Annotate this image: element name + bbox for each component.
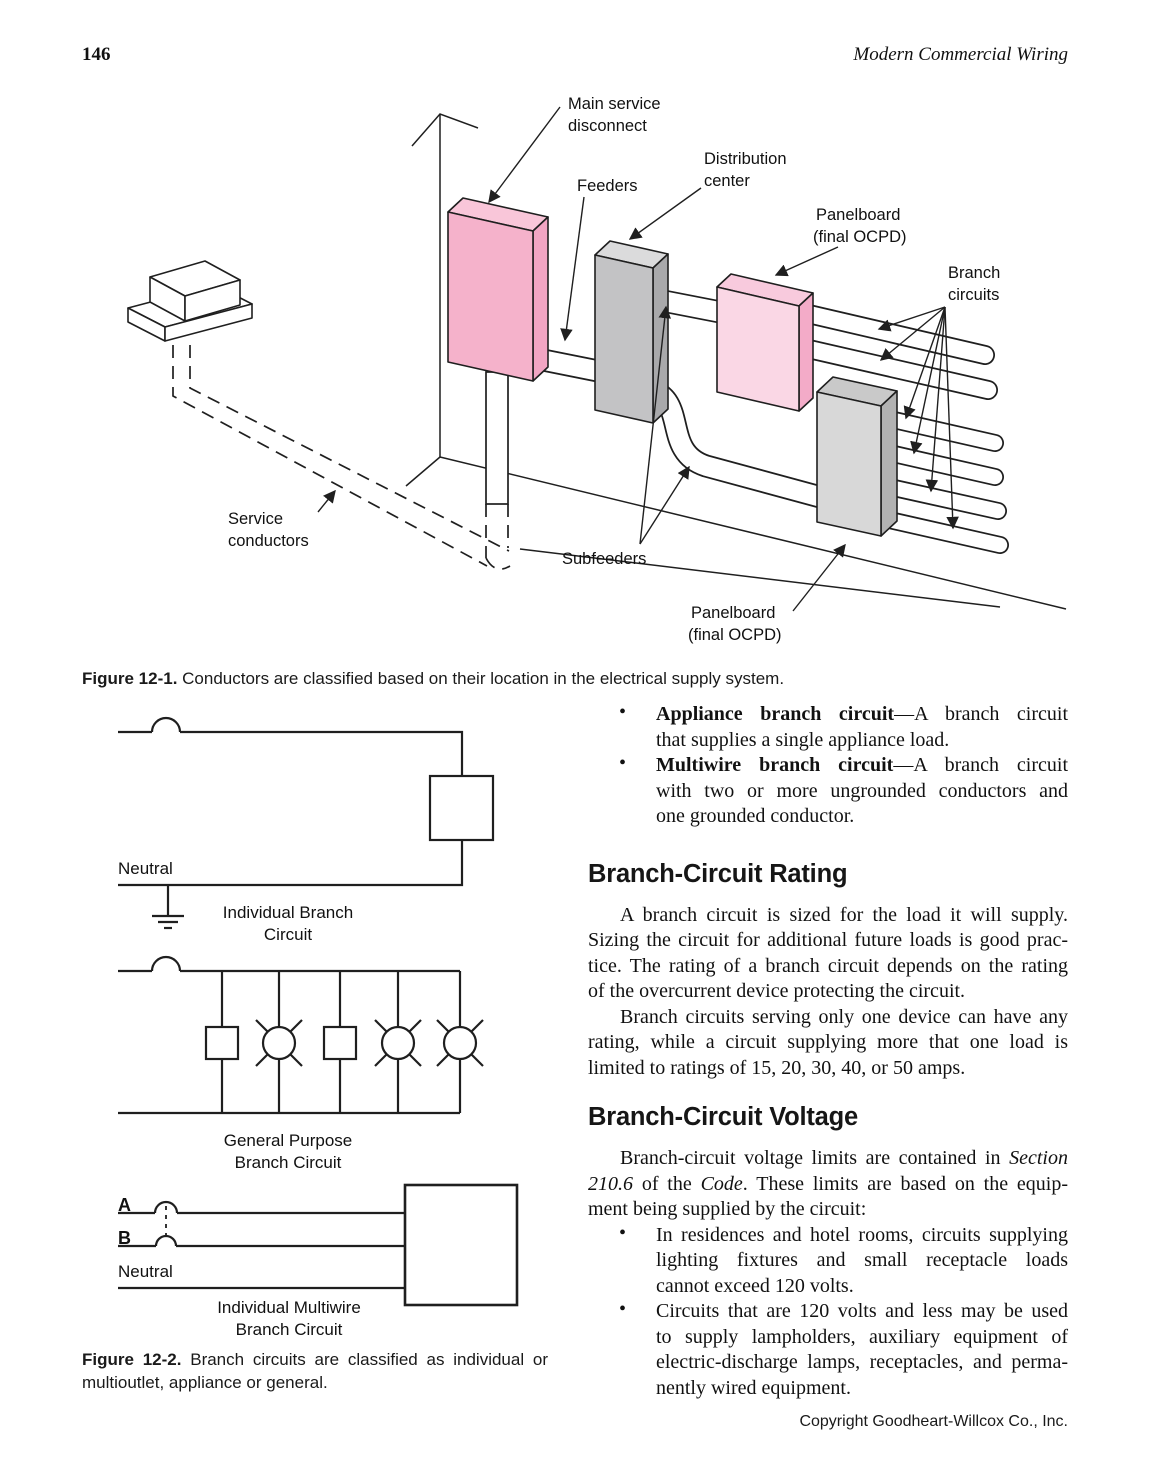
text-line: to supply lampholders, auxiliary equipme… — [656, 1325, 1068, 1348]
receptacle-load — [322, 1025, 358, 1061]
label-service-conductors: Service — [228, 510, 283, 528]
paragraph: A branch circuit is sized for the load i… — [588, 903, 1068, 1005]
panelboard-upper — [716, 273, 814, 412]
section-heading-branch-circuit-voltage: Branch-Circuit Voltage — [588, 1103, 858, 1131]
text-line: In residences and hotel rooms, circuits … — [656, 1223, 1068, 1246]
individual-branch-circuit-schematic — [118, 716, 495, 930]
label-individual-multiwire-branch-circuit: Individual Multiwire — [217, 1298, 361, 1317]
text-line: Branch circuits serving only one device … — [620, 1005, 1068, 1028]
label-phase-b: B — [118, 1228, 131, 1248]
page-number: 146 — [82, 44, 111, 65]
running-head-title: Modern Commercial Wiring — [853, 44, 1068, 65]
text-line: with two or more ungrounded conductors a… — [656, 779, 1068, 802]
main-service-disconnect-panel — [447, 197, 549, 382]
body-text-column: • Appliance branch circuit—A branch circ… — [588, 701, 1068, 1401]
breaker-symbol — [150, 955, 182, 972]
breaker-symbol — [150, 716, 182, 733]
text-line: Branch-circuit voltage limits are contai… — [620, 1147, 1068, 1169]
text-line: electric-discharge lamps, receptacles, a… — [656, 1351, 1068, 1373]
list-item-multiwire-branch-circuit: • Multiwire branch circuit—A branch circ… — [588, 752, 1068, 830]
label-neutral: Neutral — [118, 859, 173, 878]
label-panelboard-lower: Panelboard — [691, 604, 775, 622]
building-outline — [405, 113, 1067, 610]
label-service-conductors-line2: conductors — [228, 532, 309, 550]
label-general-purpose-branch-circuit: General Purpose — [224, 1131, 353, 1150]
service-conductor-dashed-lines — [172, 345, 511, 570]
branch-circuit-conduits — [790, 302, 1009, 554]
text-line: tice. The rating of a branch circuit dep… — [588, 954, 1068, 977]
figure-12-1-caption-number: Figure 12-1. — [82, 669, 178, 688]
label-individual-branch-circuit-line2: Circuit — [264, 925, 312, 944]
label-feeders: Feeders — [577, 177, 638, 195]
label-branch-circuits-line2: circuits — [948, 286, 999, 304]
text-line: rating, while a circuit supplying more t… — [588, 1031, 1068, 1053]
panelboard-lower — [816, 376, 898, 537]
copyright-notice: Copyright Goodheart-Willcox Co., Inc. — [799, 1413, 1068, 1430]
text-line: ment being supplied by the circuit: — [588, 1198, 867, 1220]
text-line: limited to ratings of 15, 20, 30, 40, or… — [588, 1056, 966, 1079]
label-panelboard-upper: Panelboard — [816, 206, 900, 224]
figure-12-1-diagram: Main service disconnect Feeders Distribu… — [127, 95, 1067, 644]
text-line: Sizing the circuit for additional future… — [588, 929, 1068, 951]
text-line: that supplies a single appliance load. — [656, 728, 950, 751]
text-line: cannot exceed 120 volts. — [656, 1274, 854, 1297]
text-line: A branch circuit is sized for the load i… — [620, 903, 1068, 926]
label-subfeeders: Subfeeders — [562, 550, 646, 568]
load-box — [403, 1183, 519, 1307]
general-purpose-branch-circuit-schematic — [118, 955, 484, 1115]
text-line: one grounded conductor. — [656, 805, 855, 827]
text-line: Multiwire branch circuit—A branch circui… — [656, 754, 1068, 776]
paragraph: Branch-circuit voltage limits are contai… — [588, 1146, 1068, 1223]
label-phase-a: A — [118, 1195, 131, 1215]
paragraph: Branch circuits serving only one device … — [588, 1005, 1068, 1082]
caption-line: multioutlet, appliance or general. — [82, 1373, 328, 1392]
label-panelboard-lower-line2: (final OCPD) — [688, 626, 782, 644]
individual-multiwire-branch-circuit-schematic — [118, 1183, 519, 1307]
utility-transformer — [127, 260, 253, 342]
list-item-120-volt-uses: • Circuits that are 120 volts and less m… — [588, 1298, 1068, 1401]
figure-12-2-diagram: Neutral Individual Branch Circuit Genera… — [118, 716, 519, 1339]
label-general-purpose-branch-circuit-line2: Branch Circuit — [235, 1153, 342, 1172]
label-main-service-disconnect: Main service — [568, 95, 661, 113]
list-item-appliance-branch-circuit: • Appliance branch circuit—A branch circ… — [588, 701, 1068, 753]
text-line: nently wired equipment. — [656, 1376, 851, 1399]
lamp-load — [261, 1025, 297, 1061]
text-line: Appliance branch circuit—A branch circui… — [656, 703, 1068, 725]
load-box — [428, 774, 495, 842]
label-individual-branch-circuit: Individual Branch — [223, 903, 353, 922]
label-panelboard-upper-line2: (final OCPD) — [813, 228, 907, 246]
caption-line: Figure 12-2. Branch circuits are classif… — [82, 1350, 548, 1369]
figure-12-2-caption-number: Figure 12-2. — [82, 1350, 182, 1369]
text-line: Circuits that are 120 volts and less may… — [656, 1300, 1068, 1322]
section-heading-branch-circuit-rating: Branch-Circuit Rating — [588, 859, 848, 888]
breaker-symbol — [154, 1234, 178, 1247]
label-distribution-center-line2: center — [704, 172, 750, 190]
text-line: 210.6 of the Code. These limits are base… — [588, 1172, 1069, 1195]
list-item-residences-voltage-limit: • In residences and hotel rooms, circuit… — [588, 1221, 1068, 1300]
leader-arrows — [317, 106, 959, 612]
text-line: of the overcurrent device protecting the… — [588, 980, 966, 1002]
label-distribution-center: Distribution — [704, 150, 787, 168]
bullet-icon: • — [619, 752, 627, 774]
service-conduit — [485, 371, 509, 505]
lamp-load — [442, 1025, 478, 1061]
breaker-symbol — [153, 1200, 179, 1214]
figure-12-2-caption: Figure 12-2. Branch circuits are classif… — [82, 1348, 548, 1394]
label-branch-circuits: Branch — [948, 264, 1000, 282]
text-line: lighting fixtures and small receptacle l… — [656, 1249, 1068, 1271]
figure-12-1-caption: Figure 12-1. Conductors are classified b… — [82, 669, 785, 688]
distribution-center-panel — [594, 240, 669, 424]
label-neutral-2: Neutral — [118, 1262, 173, 1281]
label-individual-multiwire-branch-circuit-line2: Branch Circuit — [236, 1320, 343, 1339]
label-main-service-disconnect-line2: disconnect — [568, 117, 647, 135]
bullet-icon: • — [619, 1221, 627, 1244]
lamp-load — [380, 1025, 416, 1061]
bullet-icon: • — [619, 1298, 627, 1320]
bullet-icon: • — [619, 701, 627, 723]
receptacle-load — [204, 1025, 240, 1061]
